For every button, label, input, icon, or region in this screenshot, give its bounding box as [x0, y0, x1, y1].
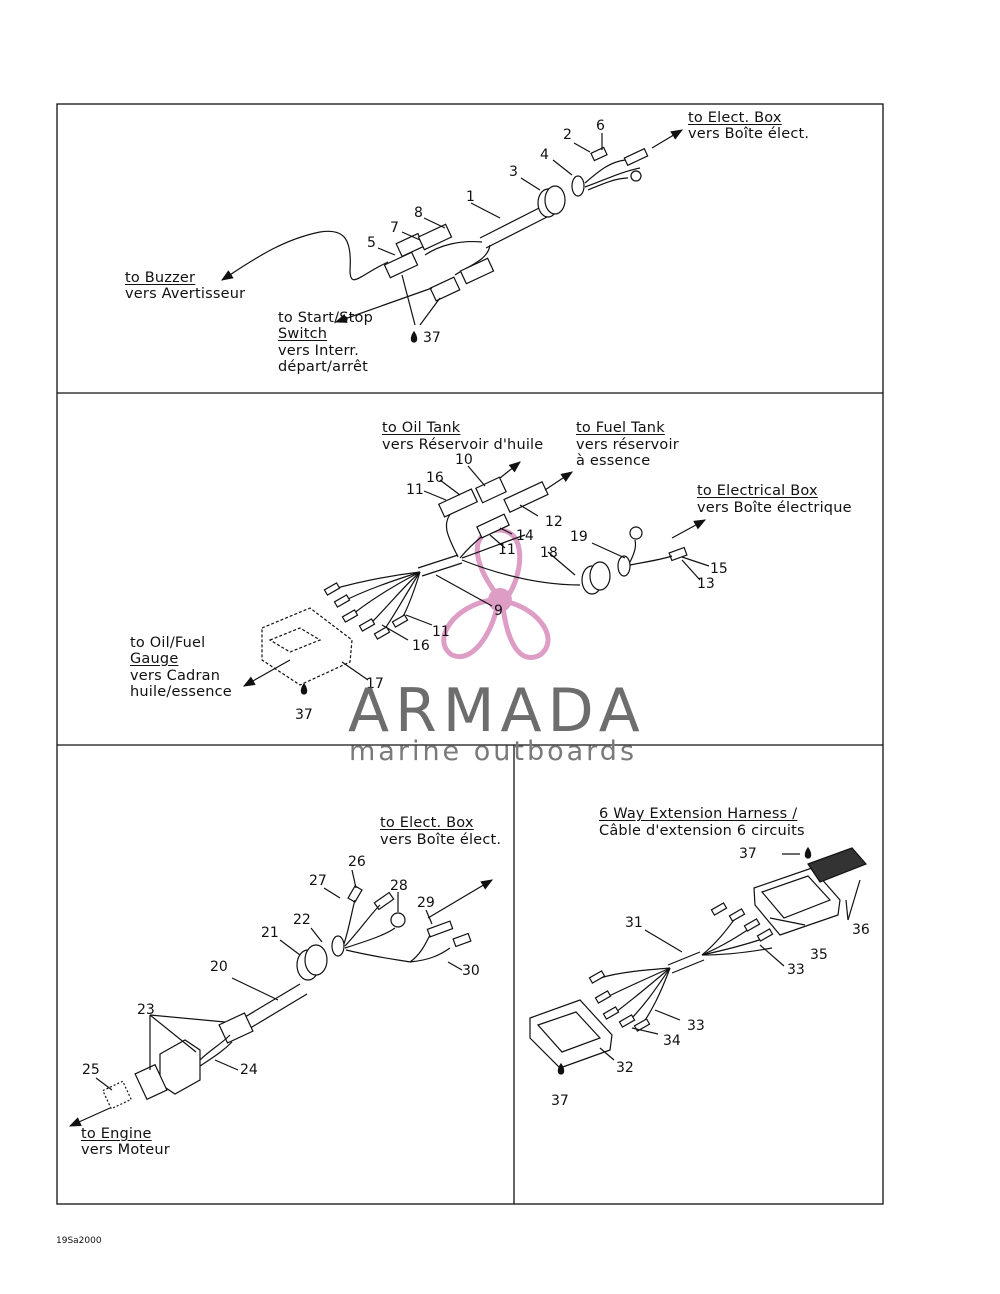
- panel1-elect-box-label-fr: vers Boîte élect.: [688, 126, 810, 142]
- panel2-gauge-label-en-1: to Oil/Fuel: [130, 635, 206, 651]
- callout: 37: [295, 707, 313, 723]
- figure-code: 19Sa2000: [56, 1236, 102, 1246]
- callout: 11: [498, 542, 516, 558]
- callout: 24: [240, 1062, 258, 1078]
- callout: 16: [412, 638, 430, 654]
- panel3-drawing: [68, 869, 494, 1127]
- callout: 20: [210, 959, 228, 975]
- panel2-fuel-tank-label-en: to Fuel Tank: [576, 420, 665, 436]
- panel2-gauge-label-fr-2: huile/essence: [130, 684, 232, 700]
- panel3-engine-label-en: to Engine: [81, 1126, 152, 1142]
- panel1-startstop-label-en-1: to Start/Stop: [278, 310, 374, 326]
- callout: 11: [432, 624, 450, 640]
- callout: 25: [82, 1062, 100, 1078]
- panel1-buzzer-label-en: to Buzzer: [125, 270, 196, 286]
- callout: 13: [697, 576, 715, 592]
- callout: 5: [367, 235, 376, 251]
- watermark-title: ARMADA: [348, 676, 646, 746]
- callout: 33: [787, 962, 805, 978]
- callout: 35: [810, 947, 828, 963]
- callout: 21: [261, 925, 279, 941]
- callout: 18: [540, 545, 558, 561]
- panel1-startstop-label-fr-1: vers Interr.: [278, 343, 360, 359]
- panel2-drawing: [242, 461, 710, 695]
- callout: 15: [710, 561, 728, 577]
- callout: 4: [540, 147, 549, 163]
- panel2-oil-tank-label-fr: vers Réservoir d'huile: [382, 437, 544, 453]
- watermark-subtitle: marine outboards: [349, 736, 638, 767]
- callout: 37: [551, 1093, 569, 1109]
- callout: 23: [137, 1002, 155, 1018]
- callout: 9: [494, 603, 503, 619]
- panel2-gauge-label-en-2: Gauge: [130, 651, 179, 667]
- callout: 30: [462, 963, 480, 979]
- callout: 2: [563, 127, 572, 143]
- callout: 19: [570, 529, 588, 545]
- callout: 1: [466, 189, 475, 205]
- callout: 10: [455, 452, 473, 468]
- callout: 17: [366, 676, 384, 692]
- panel2-fuel-tank-label-fr-2: à essence: [576, 453, 651, 469]
- panel4-drawing: [529, 846, 868, 1075]
- panel2-oil-tank-label-en: to Oil Tank: [382, 420, 461, 436]
- armada-propeller-logo: [441, 527, 551, 660]
- panel1-elect-box-label-en: to Elect. Box: [688, 110, 782, 126]
- callout: 27: [309, 873, 327, 889]
- callout: 16: [426, 470, 444, 486]
- callout: 3: [509, 164, 518, 180]
- panel2-elec-box-label-en: to Electrical Box: [697, 483, 818, 499]
- panel4-harness-label-fr: Câble d'extension 6 circuits: [599, 823, 805, 839]
- callout: 34: [663, 1033, 681, 1049]
- panel2-elec-box-label-fr: vers Boîte électrique: [697, 500, 852, 516]
- callout: 33: [687, 1018, 705, 1034]
- callout: 36: [852, 922, 870, 938]
- panel2-gauge-label-fr-1: vers Cadran: [130, 668, 221, 684]
- panel1-startstop-label-en-2: Switch: [278, 326, 328, 342]
- panel1-buzzer-label-fr: vers Avertisseur: [125, 286, 246, 302]
- panel3-engine-label-fr: vers Moteur: [81, 1142, 170, 1158]
- callout: 37: [739, 846, 757, 862]
- panel1-drawing: [220, 129, 684, 343]
- panel4-harness-label-en: 6 Way Extension Harness /: [599, 806, 798, 822]
- callout: 29: [417, 895, 435, 911]
- panel1-startstop-label-fr-2: départ/arrêt: [278, 359, 368, 375]
- callout: 32: [616, 1060, 634, 1076]
- callout: 8: [414, 205, 423, 221]
- callout: 26: [348, 854, 366, 870]
- callout: 11: [406, 482, 424, 498]
- callout: 31: [625, 915, 643, 931]
- callout: 6: [596, 118, 605, 134]
- callout: 7: [390, 220, 399, 236]
- panel3-elect-box-label-en: to Elect. Box: [380, 815, 474, 831]
- callout: 14: [516, 528, 534, 544]
- callout: 37: [423, 330, 441, 346]
- panel-frames: [56, 103, 884, 1205]
- panel3-elect-box-label-fr: vers Boîte élect.: [380, 832, 502, 848]
- callout: 22: [293, 912, 311, 928]
- panel2-fuel-tank-label-fr-1: vers réservoir: [576, 437, 679, 453]
- callout: 28: [390, 878, 408, 894]
- callout: 12: [545, 514, 563, 530]
